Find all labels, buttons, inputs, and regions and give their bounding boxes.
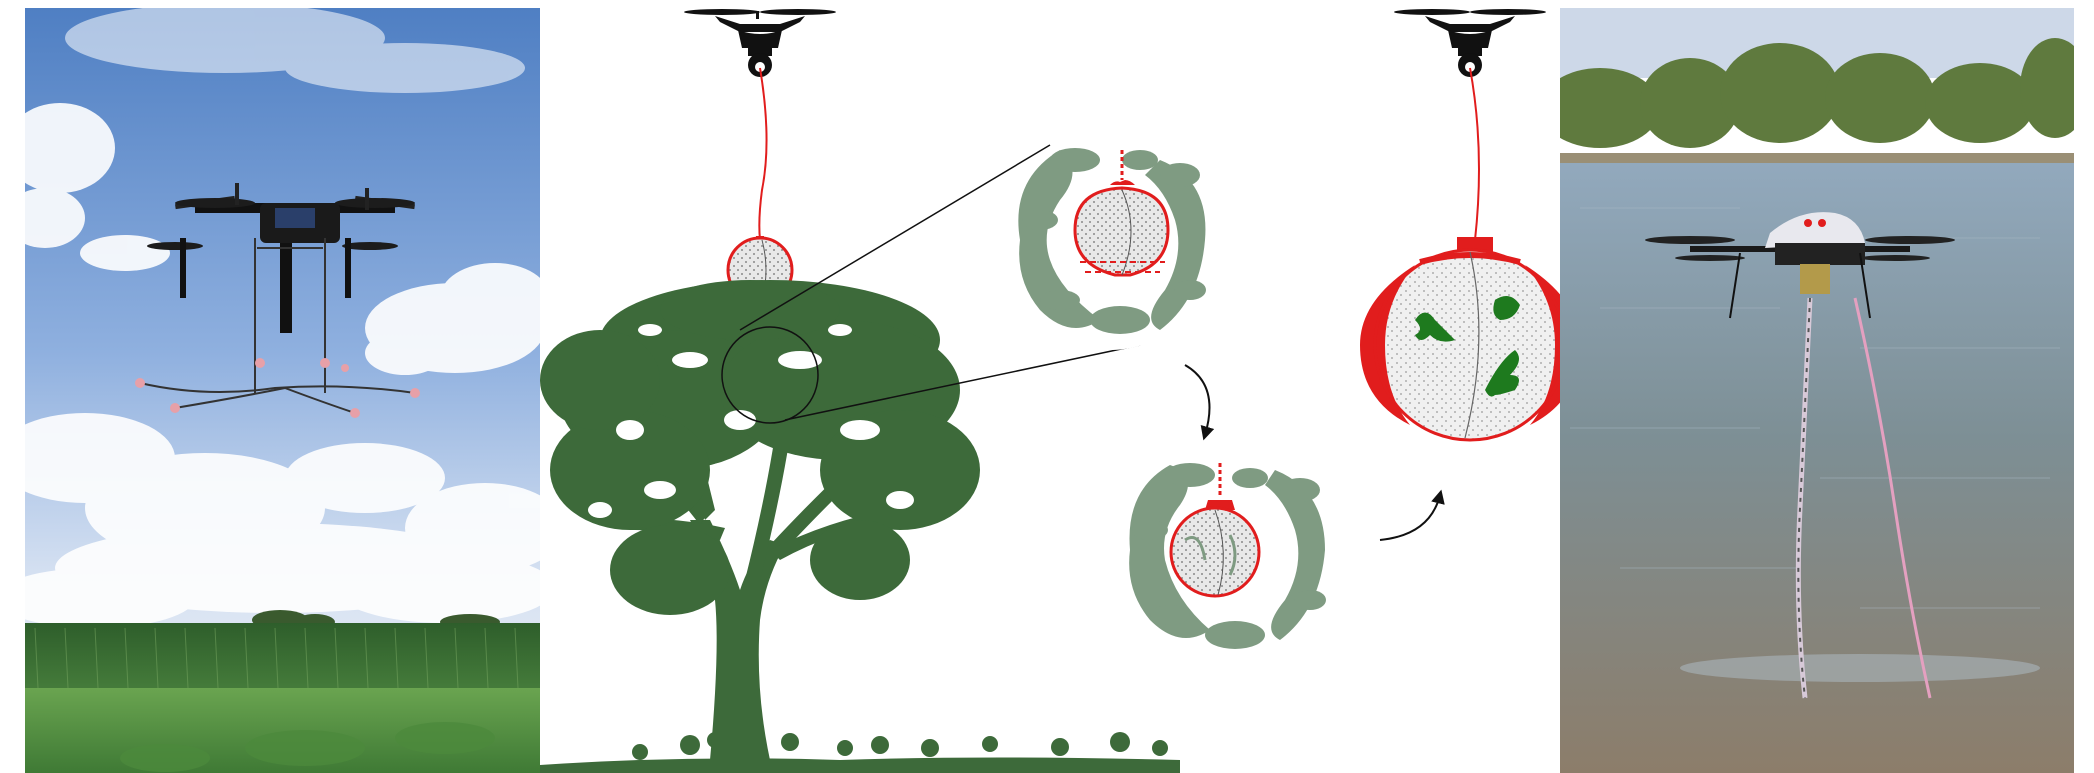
flow-arrow-icon [1380, 495, 1440, 540]
tether-icon [759, 68, 766, 240]
sampler-sphere-icon [1360, 237, 1560, 440]
illustration-sampling-diagram [540, 0, 1560, 773]
flow-arrow-icon [1185, 365, 1210, 435]
photo-drone-over-water [1560, 8, 2074, 773]
photo-drone-over-field-svg [25, 8, 540, 773]
tree-illustration [540, 280, 1180, 773]
drone-icon [684, 9, 836, 77]
zoom-detail-capture [1115, 440, 1335, 660]
illustration-svg [540, 0, 1560, 773]
photo-drone-over-water-svg [1560, 8, 2074, 773]
zoom-detail-approach [1000, 130, 1220, 350]
photo-drone-over-field [25, 8, 540, 773]
rotor-wash [1680, 654, 2040, 682]
shoreline [1560, 153, 2074, 163]
tether-icon [1470, 68, 1479, 240]
drone-icon [1394, 9, 1546, 77]
